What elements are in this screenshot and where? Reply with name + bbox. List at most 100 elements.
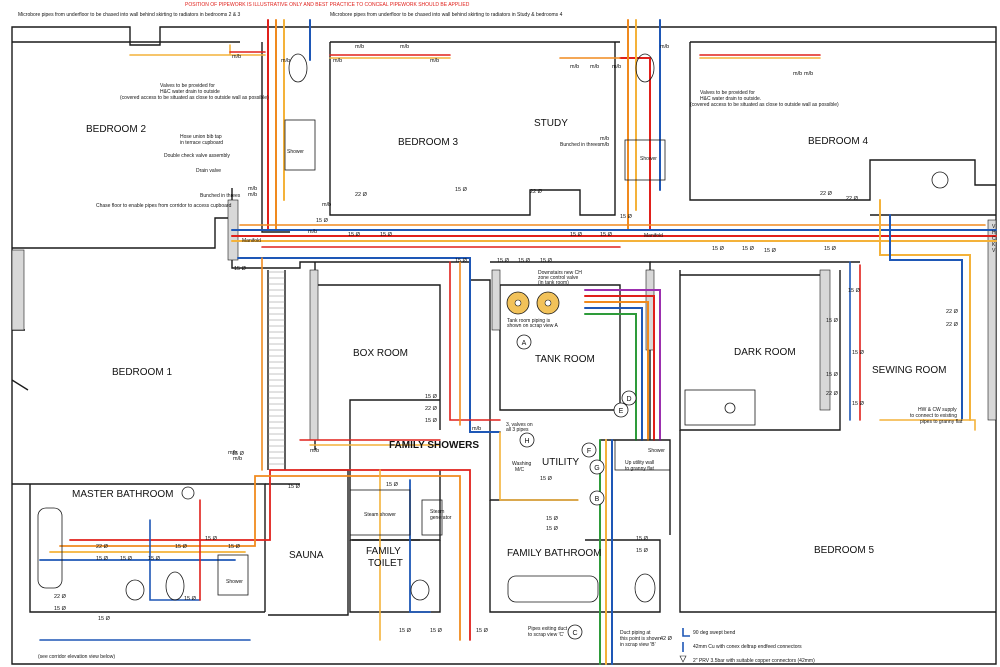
callout-c-label: C bbox=[572, 630, 577, 637]
note-duct-2: this point is shown bbox=[620, 636, 661, 642]
mb-tag-13: m/b bbox=[248, 192, 257, 198]
note-corridor: (see corridor elevation view below) bbox=[38, 654, 115, 660]
diameter-tag-17: 22 Ø bbox=[355, 192, 368, 198]
callout-g-label: G bbox=[594, 465, 599, 472]
note-manifold-left: Manifold bbox=[242, 238, 261, 244]
callout-a bbox=[516, 334, 532, 350]
diameter-tag-20: 22 Ø bbox=[530, 189, 543, 195]
mb-tag-6: m/b bbox=[570, 64, 579, 70]
mb-tag-8: m/b bbox=[612, 64, 621, 70]
callout-h bbox=[519, 432, 535, 448]
mb-tag-44: m/b bbox=[310, 448, 319, 454]
note-valves-on-1: 3, valves on bbox=[506, 422, 533, 428]
diameter-tag-48: 22 Ø bbox=[425, 406, 438, 412]
diameter-tag-62: 15 Ø bbox=[54, 606, 67, 612]
note-bunched-left: Bunched in threes bbox=[200, 193, 241, 199]
diameter-tag-47: 15 Ø bbox=[425, 394, 438, 400]
mb-tag-15: m/b bbox=[600, 142, 609, 148]
pipe-runs bbox=[39, 19, 997, 665]
note-valves-on-2: all 3 pipes bbox=[506, 427, 529, 433]
fixtures bbox=[37, 53, 949, 603]
mb-tag-11: m/b bbox=[660, 44, 669, 50]
room-box-room: BOX ROOM bbox=[353, 348, 408, 359]
note-shower-top-right: Shower bbox=[640, 156, 657, 162]
diameter-tag-36: 22 Ø bbox=[846, 196, 859, 202]
tap-letters: V H C K V bbox=[992, 224, 996, 254]
note-hose-1: Hose union bib tap bbox=[180, 134, 222, 140]
stairs bbox=[268, 271, 285, 465]
diameter-tag-75: 15 Ø bbox=[852, 401, 865, 407]
diameter-tag-57: 15 Ø bbox=[148, 556, 161, 562]
room-family-toilet-2: TOILET bbox=[368, 558, 403, 569]
note-hw-cw-3: pipes to granny flat bbox=[920, 419, 963, 425]
diameter-tag-25: 15 Ø bbox=[570, 232, 583, 238]
diameter-tag-64: 15 Ø bbox=[184, 596, 197, 602]
room-utility: UTILITY bbox=[542, 457, 580, 468]
note-pipes-exiting-1: Pipes exiting duct bbox=[528, 626, 568, 632]
walls bbox=[11, 26, 997, 665]
note-shower-master: Shower bbox=[226, 579, 243, 585]
mb-tag-2: m/b bbox=[333, 58, 342, 64]
callout-g bbox=[589, 459, 605, 475]
room-family-showers: FAMILY SHOWERS bbox=[389, 440, 479, 451]
note-manifold-right: Manifold bbox=[644, 233, 663, 239]
tank-cylinders bbox=[506, 291, 560, 315]
note-valves-left-2: H&C water drain to outside bbox=[160, 89, 220, 95]
warning-text: POSITION OF PIPEWORK IS ILLUSTRATIVE ONL… bbox=[185, 2, 470, 8]
tap-letter-1: V bbox=[992, 224, 996, 230]
room-sewing-room: SEWING ROOM bbox=[872, 365, 946, 376]
note-pipes-exiting-2: to scrap view 'C' bbox=[528, 632, 564, 638]
note-hw-cw-1: HW & CW supply bbox=[918, 407, 957, 413]
mb-tag-16: m/b bbox=[322, 202, 331, 208]
diameter-tag-55: 15 Ø bbox=[96, 556, 109, 562]
mb-tag-3: m/b bbox=[430, 58, 439, 64]
mb-tag-9: m/b bbox=[793, 71, 802, 77]
diameter-tag-42: 15 Ø bbox=[232, 451, 245, 457]
diameter-tag-58: 15 Ø bbox=[175, 544, 188, 550]
legend-item-2: 42mm Cu with conex deltrap endfeed conne… bbox=[693, 644, 802, 650]
diameter-tag-31: 15 Ø bbox=[540, 258, 553, 264]
annotations: Valves to be provided for H&C water drai… bbox=[38, 83, 963, 660]
diameter-tag-29: 15 Ø bbox=[497, 258, 510, 264]
header-text: POSITION OF PIPEWORK IS ILLUSTRATIVE ONL… bbox=[18, 2, 563, 18]
callout-e-label: E bbox=[619, 408, 624, 415]
mb-tag-4: m/b bbox=[355, 44, 364, 50]
callout-h-label: H bbox=[524, 438, 529, 445]
diameter-tag-28: 15 Ø bbox=[455, 258, 468, 264]
tap-letter-3: C bbox=[992, 236, 996, 242]
room-bedroom1: BEDROOM 1 bbox=[112, 367, 172, 378]
note-left: Microbore pipes from underfloor to be ch… bbox=[18, 12, 241, 18]
diameter-tag-66: 15 Ø bbox=[399, 628, 412, 634]
mb-tag-7: m/b bbox=[590, 64, 599, 70]
mb-tag-10: m/b bbox=[804, 71, 813, 77]
diameter-tag-46: 15 Ø bbox=[386, 482, 399, 488]
note-valves-right-1: Valves to be provided for bbox=[700, 90, 755, 96]
diameter-tag-37: 15 Ø bbox=[824, 246, 837, 252]
diameter-tag-32: 15 Ø bbox=[712, 246, 725, 252]
mb-tag-14: m/b bbox=[600, 136, 609, 142]
tap-letter-5: V bbox=[992, 248, 996, 254]
mb-tag-22: m/b bbox=[308, 229, 317, 235]
diameter-tag-72: 15 Ø bbox=[826, 318, 839, 324]
note-hw-cw-2: to connect to existing bbox=[910, 413, 957, 419]
callout-d bbox=[621, 390, 637, 406]
room-dark-room: DARK ROOM bbox=[734, 347, 796, 358]
note-bunched-right: Bunched in threes bbox=[560, 142, 601, 148]
diameter-tag-24: 15 Ø bbox=[380, 232, 393, 238]
mb-tag-50: m/b bbox=[472, 426, 481, 432]
legend: 90 deg swept bend 42mm Cu with conex del… bbox=[679, 628, 815, 664]
note-up-utility-2: to granny flat bbox=[625, 466, 655, 472]
diameter-tag-33: 15 Ø bbox=[742, 246, 755, 252]
note-washing-1: Washing bbox=[512, 461, 531, 467]
note-hose-2: in terrace cupboard bbox=[180, 140, 223, 146]
note-right: Microbore pipes from underfloor to be ch… bbox=[330, 12, 563, 18]
room-family-bathroom: FAMILY BATHROOM bbox=[507, 548, 601, 559]
mb-tag-65: m/b bbox=[228, 450, 237, 456]
diameter-tag-60: 15 Ø bbox=[228, 544, 241, 550]
diameter-tag-18: 15 Ø bbox=[455, 187, 468, 193]
diameter-tag-69: 42 Ø bbox=[660, 636, 673, 642]
note-downstairs-1: Downstairs new CH bbox=[538, 270, 582, 276]
